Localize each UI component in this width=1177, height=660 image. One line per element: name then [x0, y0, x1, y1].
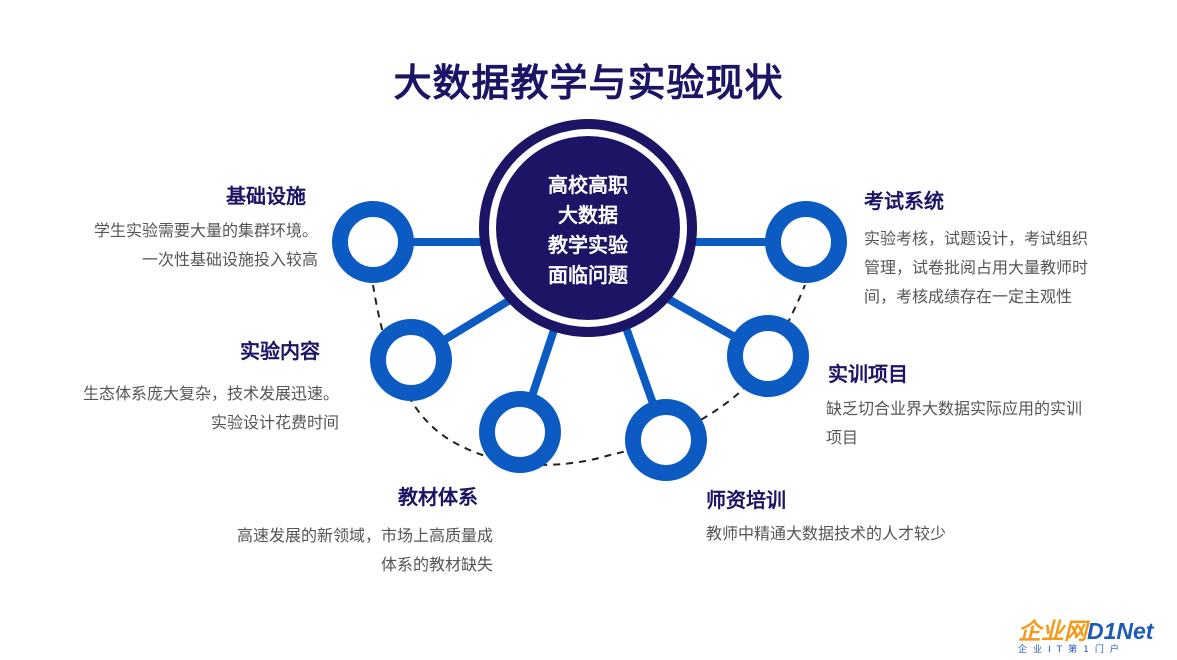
hub-label-line: 教学实验	[548, 233, 628, 257]
hub-label: 高校高职 大数据 教学实验 面临问题	[505, 170, 671, 290]
d1net-logo: 企业网D1Net 企业IT第1门户	[1018, 618, 1173, 658]
node-title-experiment-content: 实验内容	[240, 339, 320, 363]
desc-line: 间，考核成绩存在一定主观性	[864, 287, 1073, 306]
hub-label-line: 高校高职	[548, 173, 628, 197]
node-rings	[332, 201, 847, 481]
desc-line: 实验考核，试题设计，考试组织	[864, 229, 1089, 248]
node-ring-teacher-training	[625, 399, 707, 481]
node-ring-textbook	[479, 391, 561, 473]
logo-text-cn: 企业网	[1018, 618, 1087, 644]
desc-line: 实验设计花费时间	[210, 413, 339, 432]
node-ring-experiment-content	[370, 319, 452, 401]
hub-label-line: 面临问题	[548, 263, 628, 287]
logo-wordmark: 企业网D1Net	[1018, 618, 1173, 644]
node-title-textbook: 教材体系	[398, 485, 478, 509]
node-ring-training-project	[727, 315, 809, 397]
desc-line: 高速发展的新领域，市场上高质量成	[236, 526, 493, 545]
node-title-infrastructure: 基础设施	[226, 184, 306, 208]
node-desc-textbook: 高速发展的新领域，市场上高质量成 体系的教材缺失	[180, 521, 493, 579]
desc-line: 缺乏切合业界大数据实际应用的实训	[826, 399, 1083, 418]
desc-line: 体系的教材缺失	[380, 555, 493, 574]
node-desc-exam-system: 实验考核，试题设计，考试组织 管理，试卷批阅占用大量教师时 间，考核成绩存在一定…	[864, 224, 1088, 311]
hub-inner-circle	[496, 136, 680, 320]
node-desc-infrastructure: 学生实验需要大量的集群环境。 一次性基础设施投入较高	[40, 216, 318, 274]
node-title-exam-system: 考试系统	[864, 189, 944, 213]
node-desc-experiment-content: 生态体系庞大复杂，技术发展迅速。 实验设计花费时间	[20, 379, 339, 437]
node-title-teacher-training: 师资培训	[706, 488, 786, 512]
node-desc-training-project: 缺乏切合业界大数据实际应用的实训 项目	[826, 394, 1082, 452]
desc-line: 管理，试卷批阅占用大量教师时	[864, 258, 1089, 277]
desc-line: 教师中精通大数据技术的人才较少	[706, 524, 947, 543]
logo-text-en: D1Net	[1087, 618, 1154, 644]
node-ring-infrastructure	[332, 201, 414, 283]
desc-line: 一次性基础设施投入较高	[141, 250, 318, 269]
hub-label-line: 大数据	[558, 203, 618, 227]
desc-line: 学生实验需要大量的集群环境。	[93, 221, 318, 240]
node-ring-exam-system	[765, 201, 847, 283]
node-title-training-project: 实训项目	[828, 362, 908, 386]
desc-line: 项目	[826, 428, 859, 447]
page-title: 大数据教学与实验现状	[393, 61, 784, 105]
desc-line: 生态体系庞大复杂，技术发展迅速。	[82, 384, 339, 403]
node-desc-teacher-training: 教师中精通大数据技术的人才较少	[706, 519, 946, 548]
logo-tagline: 企业IT第1门户	[1018, 645, 1125, 655]
